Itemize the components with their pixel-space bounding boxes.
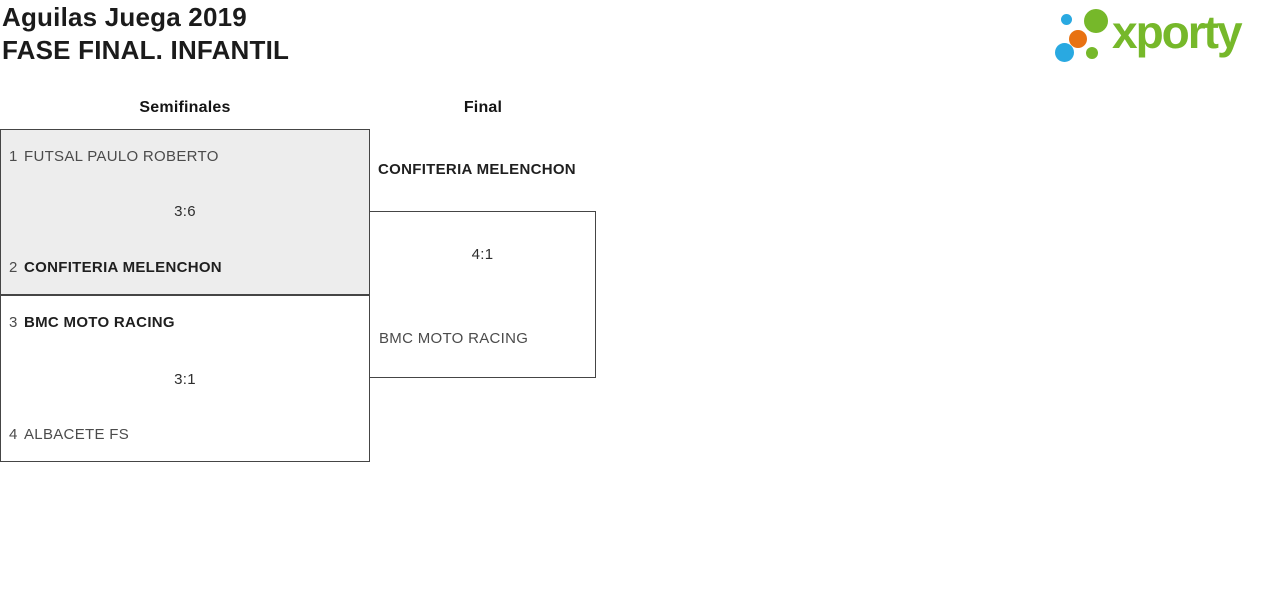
team-name-winner: CONFITERIA MELENCHON: [24, 259, 222, 276]
team-seed: 3: [9, 314, 18, 331]
match-score: 4:1: [471, 246, 494, 263]
match-score: 3:1: [174, 371, 196, 388]
final-loser-name: BMC MOTO RACING: [379, 330, 529, 347]
match-score: 3:6: [174, 203, 196, 220]
final-winner-name: CONFITERIA MELENCHON: [378, 161, 576, 178]
team-name: ALBACETE FS: [24, 426, 129, 443]
team-row: 4 ALBACETE FS: [1, 425, 369, 445]
match-final[interactable]: 4:1 BMC MOTO RACING: [369, 211, 596, 378]
team-seed: 4: [9, 426, 18, 443]
page-header: Aguilas Juega 2019 FASE FINAL. INFANTIL: [2, 1, 289, 67]
logo-dot-orange-icon: [1069, 30, 1087, 48]
match-semifinal-2[interactable]: 3 BMC MOTO RACING 3:1 4 ALBACETE FS: [0, 295, 370, 462]
round-header-final: Final: [463, 99, 503, 116]
team-row: 3 BMC MOTO RACING: [1, 313, 369, 333]
phase-title: FASE FINAL. INFANTIL: [2, 35, 290, 65]
team-seed: 2: [9, 259, 18, 276]
match-semifinal-1[interactable]: 1 FUTSAL PAULO ROBERTO 3:6 2 CONFITERIA ME…: [0, 129, 370, 295]
xporty-wordmark: xporty: [1112, 6, 1243, 58]
team-name: FUTSAL PAULO ROBERTO: [24, 148, 219, 165]
logo-dot-blue-big-icon: [1055, 43, 1074, 62]
logo-dot-green-big-icon: [1084, 9, 1108, 33]
team-row: 1 FUTSAL PAULO ROBERTO: [1, 147, 369, 167]
tournament-title: Aguilas Juega 2019: [2, 2, 247, 32]
logo-dot-blue-small-icon: [1061, 14, 1072, 25]
round-header-semifinales: Semifinales: [139, 99, 231, 116]
team-seed: 1: [9, 148, 18, 165]
logo-dot-green-small-icon: [1086, 47, 1098, 59]
xporty-logo[interactable]: xporty: [1048, 0, 1280, 70]
team-row: 2 CONFITERIA MELENCHON: [1, 258, 369, 278]
team-name-winner: BMC MOTO RACING: [24, 314, 175, 331]
